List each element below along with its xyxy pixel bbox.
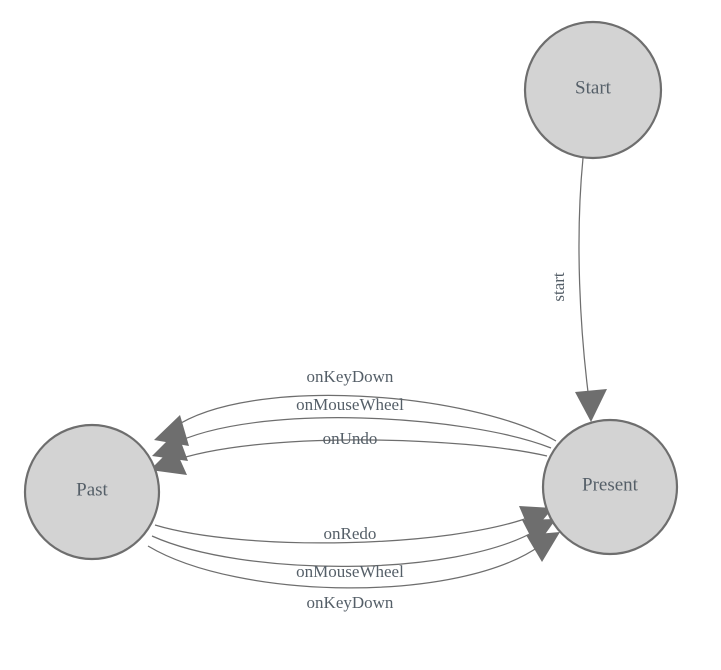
edge-present-to-past-onundo-path — [169, 439, 548, 463]
edge-past-to-present-onmousewheel-path — [151, 529, 538, 568]
node-past-circle — [23, 423, 161, 561]
edge-label-past-present-onmousewheel: onMouseWheel — [296, 562, 404, 581]
edge-label-present-past-onkeydown: onKeyDown — [307, 367, 394, 386]
edge-present-to-past-onkeydown[interactable]: onKeyDown — [154, 367, 557, 446]
edge-present-to-past-onundo[interactable]: onUndo — [150, 429, 548, 475]
edge-past-to-present-onkeydown[interactable]: onKeyDown — [147, 532, 560, 612]
edge-label-past-present-onkeydown: onKeyDown — [307, 593, 394, 612]
edge-label-start: start — [549, 272, 568, 302]
edge-present-to-past-onmousewheel-arrowhead — [152, 431, 188, 461]
node-present[interactable]: Present — [541, 418, 679, 556]
edge-present-to-past-onkeydown-arrowhead — [154, 415, 189, 446]
edge-label-present-past-onundo: onUndo — [323, 429, 378, 448]
edge-past-to-present-onredo-path — [154, 515, 534, 544]
node-start[interactable]: Start — [523, 20, 663, 160]
edge-start-to-present[interactable]: start — [549, 157, 607, 422]
edge-start-to-present-path — [578, 157, 590, 401]
node-past[interactable]: Past — [23, 423, 161, 561]
edge-label-past-present-onredo: onRedo — [324, 524, 377, 543]
edge-past-to-present-onkeydown-path — [147, 544, 542, 589]
edge-present-to-past-onmousewheel-path — [170, 417, 552, 449]
edge-past-to-present-onredo[interactable]: onRedo — [154, 506, 553, 544]
node-start-label: Start — [575, 77, 612, 98]
node-start-circle — [523, 20, 663, 160]
edge-past-to-present-onmousewheel[interactable]: onMouseWheel — [151, 519, 556, 581]
edge-start-to-present-arrowhead — [575, 389, 607, 422]
edge-present-to-past-onkeydown-path — [172, 394, 557, 442]
node-present-label: Present — [582, 474, 639, 495]
edge-label-present-past-onmousewheel: onMouseWheel — [296, 395, 404, 414]
node-past-label: Past — [76, 479, 108, 500]
edge-past-to-present-onkeydown-arrowhead — [526, 532, 560, 562]
edge-present-to-past-onundo-arrowhead — [150, 446, 187, 475]
node-present-circle — [541, 418, 679, 556]
edge-past-to-present-onmousewheel-arrowhead — [522, 519, 556, 547]
edge-present-to-past-onmousewheel[interactable]: onMouseWheel — [152, 395, 552, 461]
